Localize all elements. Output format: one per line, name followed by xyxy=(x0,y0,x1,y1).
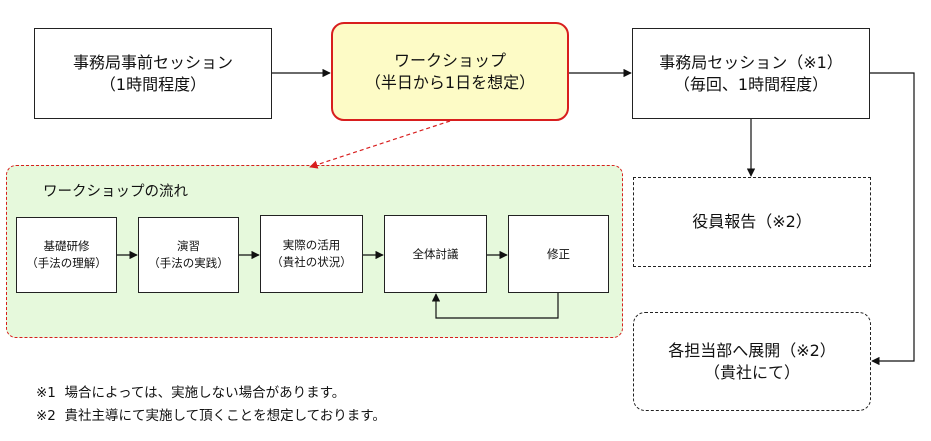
secretariat-pre-session-title: 事務局事前セッション xyxy=(72,52,233,72)
footnote-2: ※2 貴社主導にて実施して頂くことを想定しております。 xyxy=(36,408,386,424)
deployment-title: 各担当部へ展開（※2） xyxy=(668,340,836,360)
flow-step-sublabel: （手法の理解） xyxy=(26,256,107,270)
secretariat-session-box: 事務局セッション（※1） （毎回、1時間程度） xyxy=(632,28,870,119)
flow-step-label: 実際の活用 xyxy=(282,238,341,253)
deployment-box: 各担当部へ展開（※2） （貴社にて） xyxy=(633,312,871,411)
deployment-note: （貴社にて） xyxy=(703,362,800,382)
flow-step-basic-training: 基礎研修 （手法の理解） xyxy=(16,217,117,293)
secretariat-pre-session-duration: （1時間程度） xyxy=(99,74,207,94)
flow-step-label: 基礎研修 xyxy=(43,239,90,254)
workshop-duration: （半日から1日を想定） xyxy=(364,72,536,92)
arrow-revision-loop xyxy=(431,293,559,319)
flow-step-exercise: 演習 （手法の実践） xyxy=(138,217,239,293)
workshop-flow-title: ワークショップの流れ xyxy=(43,184,188,200)
flow-step-practical-use: 実際の活用 （貴社の状況） xyxy=(260,215,363,293)
flow-step-revision: 修正 xyxy=(508,215,609,293)
flow-step-sublabel: （貴社の状況） xyxy=(271,255,352,269)
flow-step-label: 全体討議 xyxy=(412,246,459,261)
arrow-session-to-deployment xyxy=(870,72,915,366)
secretariat-session-duration: （毎回、1時間程度） xyxy=(673,74,829,94)
executive-report-title: 役員報告（※2） xyxy=(692,212,812,232)
arrow-workshop-to-flow xyxy=(309,120,451,169)
flow-step-label: 修正 xyxy=(547,246,570,261)
footnote-1: ※1 場合によっては、実施しない場合があります。 xyxy=(36,385,346,401)
flow-step-sublabel: （手法の実践） xyxy=(148,256,229,270)
workshop-title: ワークショップ xyxy=(393,50,506,70)
secretariat-session-title: 事務局セッション（※1） xyxy=(659,52,843,72)
flow-step-general-discussion: 全体討議 xyxy=(384,215,487,293)
executive-report-box: 役員報告（※2） xyxy=(633,177,871,267)
workshop-box: ワークショップ （半日から1日を想定） xyxy=(331,22,569,121)
secretariat-pre-session-box: 事務局事前セッション （1時間程度） xyxy=(34,28,272,119)
flow-step-label: 演習 xyxy=(177,239,200,254)
